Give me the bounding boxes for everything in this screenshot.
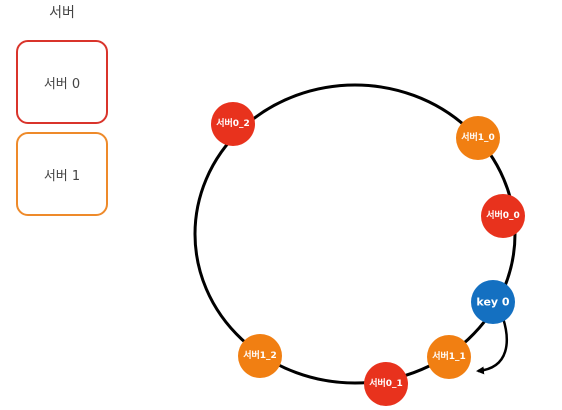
- clockwise-arrow: [476, 317, 508, 375]
- server-node-circle: [238, 334, 282, 378]
- server-node-circle: [364, 362, 408, 406]
- server-node-label: 서버0_0: [486, 209, 520, 221]
- legend-server-0-label: 서버 0: [43, 76, 81, 92]
- server-node: 서버0_0: [481, 194, 525, 238]
- server-node: 서버1_2: [238, 334, 282, 378]
- legend-server-1: 서버 1: [16, 132, 108, 216]
- server-node: 서버1_0: [456, 116, 500, 160]
- server-node-label: 서버1_0: [461, 131, 495, 143]
- server-node: 서버0_1: [364, 362, 408, 406]
- key-node-label: key 0: [476, 296, 509, 309]
- server-node-circle: [456, 116, 500, 160]
- server-node-circle: [481, 194, 525, 238]
- legend-title: 서버: [49, 5, 75, 21]
- key-node-circle: [471, 280, 515, 324]
- server-node-label: 서버0_2: [216, 117, 250, 129]
- server-node-circle: [211, 102, 255, 146]
- server-node-label: 서버1_2: [243, 349, 277, 361]
- server-node: 서버0_2: [211, 102, 255, 146]
- key-node: key 0: [471, 280, 515, 324]
- legend-server-0: 서버 0: [16, 40, 108, 124]
- server-node-label: 서버0_1: [369, 377, 403, 389]
- server-node-label: 서버1_1: [432, 350, 466, 362]
- server-node-circle: [427, 335, 471, 379]
- server-node: 서버1_1: [427, 335, 471, 379]
- legend-server-1-label: 서버 1: [43, 168, 81, 184]
